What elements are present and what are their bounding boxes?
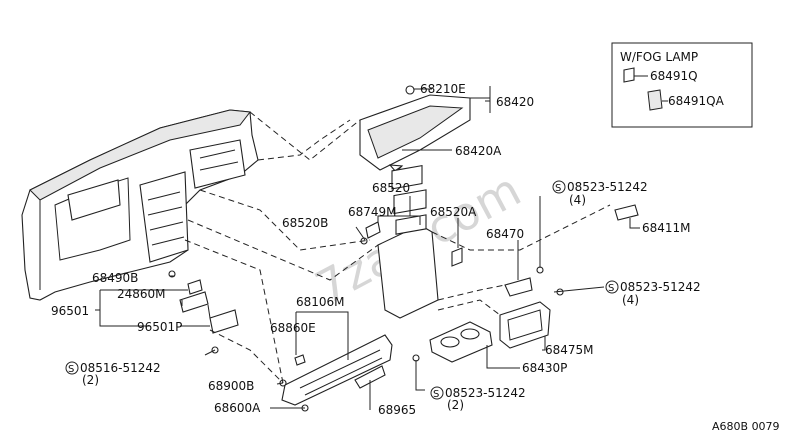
part-68411M-drawing bbox=[614, 204, 639, 221]
part-68430P-drawing bbox=[412, 321, 493, 363]
label-68430P: 68430P bbox=[522, 361, 567, 375]
screw-symbol: S bbox=[555, 183, 561, 194]
label-68475M: 68475M bbox=[545, 343, 594, 357]
label-68420A: 68420A bbox=[455, 144, 502, 158]
screw-qty: (2) bbox=[82, 373, 99, 387]
screw-qty: (4) bbox=[569, 193, 586, 207]
label-68520B: 68520B bbox=[282, 216, 328, 230]
label-68420: 68420 bbox=[496, 95, 534, 109]
label-68600A: 68600A bbox=[214, 401, 261, 415]
part-68475M-drawing bbox=[499, 288, 564, 349]
screw-qty: (4) bbox=[622, 293, 639, 307]
label-68520: 68520 bbox=[372, 181, 410, 195]
screw-symbol: S bbox=[433, 389, 439, 400]
label-96501: 96501 bbox=[51, 304, 89, 318]
fog-lamp-inset bbox=[611, 42, 753, 128]
label-68491Q: 68491Q bbox=[650, 69, 698, 83]
screw-qty: (2) bbox=[447, 398, 464, 412]
screw-callout-2: S 08523-51242 (4) bbox=[605, 280, 701, 307]
label-96501P: 96501P bbox=[137, 320, 182, 334]
screw-part: 08523-51242 bbox=[567, 180, 648, 194]
label-24860M: 24860M bbox=[117, 287, 166, 301]
label-68965: 68965 bbox=[378, 403, 416, 417]
part-68106M-drawing bbox=[279, 334, 393, 412]
part-68420-drawing bbox=[359, 85, 471, 173]
label-68860E: 68860E bbox=[270, 321, 316, 335]
screw-part: 08523-51242 bbox=[620, 280, 701, 294]
screw-callout-4: S 08523-51242 (2) bbox=[430, 386, 526, 412]
part-68491QA-drawing bbox=[647, 89, 663, 111]
label-68491QA: 68491QA bbox=[668, 94, 725, 108]
leader-lines bbox=[95, 86, 640, 410]
label-68106M: 68106M bbox=[296, 295, 345, 309]
diagram-code: A680B 0079 bbox=[712, 420, 780, 433]
screw-part: 08523-51242 bbox=[445, 386, 526, 400]
label-68900B: 68900B bbox=[208, 379, 254, 393]
screw-part: 08516-51242 bbox=[80, 361, 161, 375]
screw-callout-1: S 08523-51242 (4) bbox=[552, 180, 648, 207]
label-68470: 68470 bbox=[486, 227, 524, 241]
screw-callout-3: S 08516-51242 (2) bbox=[65, 361, 161, 387]
screw-symbol: S bbox=[608, 283, 614, 294]
left-small-parts-drawing bbox=[168, 270, 239, 354]
label-68411M: 68411M bbox=[642, 221, 691, 235]
part-68470-drawing bbox=[504, 266, 544, 297]
inset-title: W/FOG LAMP bbox=[620, 50, 698, 64]
screw-symbol: S bbox=[68, 364, 74, 375]
label-68520A: 68520A bbox=[430, 205, 477, 219]
instrument-panel-drawing bbox=[21, 109, 259, 301]
label-68210E: 68210E bbox=[420, 82, 466, 96]
label-68490B: 68490B bbox=[92, 271, 138, 285]
part-68491Q-drawing bbox=[623, 67, 635, 83]
label-68749M: 68749M bbox=[348, 205, 397, 219]
